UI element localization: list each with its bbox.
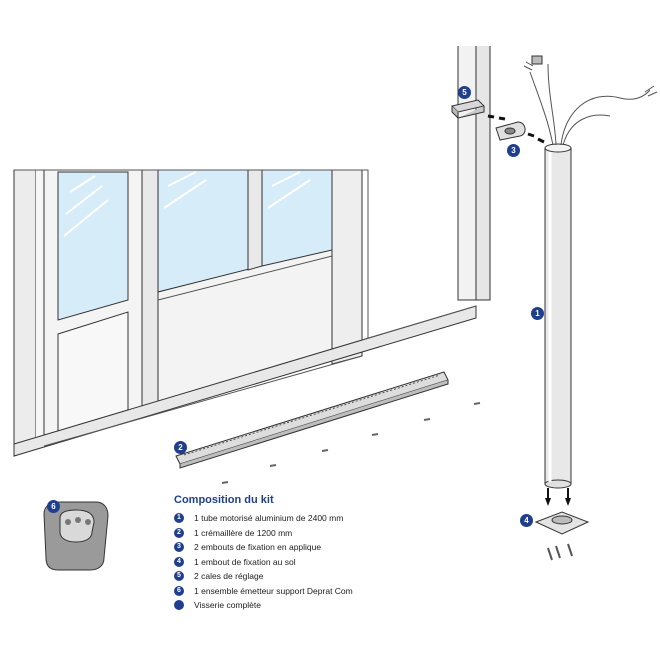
kit-item-text: 2 embouts de fixation en applique [194,542,322,552]
kit-item-badge: 5 [174,571,184,581]
callout-1: 1 [531,307,544,320]
kit-item-text: 2 cales de réglage [194,571,264,581]
kit-item-badge: 1 [174,513,184,523]
callout-3: 3 [507,144,520,157]
kit-composition: Composition du kit 1 1 tube motorisé alum… [174,494,474,614]
wall-bracket-icon [495,121,526,141]
sliding-door-icon [13,46,491,457]
kit-item-text: 1 crémaillère de 1200 mm [194,527,293,538]
kit-title: Composition du kit [174,494,274,506]
kit-item: Visserie complète [174,599,474,614]
motor-tube-icon [523,55,658,489]
kit-item: 2 1 crémaillère de 1200 mm [174,527,474,542]
kit-item: 4 1 embout de fixation au sol [174,556,474,571]
kit-item-badge: 3 [174,542,184,552]
kit-item: 1 1 tube motorisé aluminium de 2400 mm [174,512,474,527]
kit-item-badge: 2 [174,527,184,538]
kit-item-badge: 6 [174,585,184,596]
kit-item-badge: 4 [174,556,184,567]
door-panel-right [247,169,369,365]
kit-item: 5 2 cales de réglage [174,570,474,585]
callout-5: 5 [458,86,471,99]
screw-icon [221,402,481,484]
adjustment-shim-icon [451,99,485,120]
callout-6: 6 [47,500,60,513]
callout-2: 2 [174,441,187,454]
kit-item-text: 1 tube motorisé aluminium de 2400 mm [194,513,344,523]
rack-icon [175,371,449,469]
kit-item: 3 2 embouts de fixation en applique [174,541,474,556]
door-panel-left [43,169,143,447]
kit-item-text: 1 ensemble émetteur support Deprat Com [194,585,353,596]
kit-item-text: Visserie complète [194,600,261,610]
kit-item-text: 1 embout de fixation au sol [194,556,296,567]
callout-4: 4 [520,514,533,527]
floor-bracket-icon [534,488,590,561]
kit-item-badge [174,600,184,610]
kit-item: 6 1 ensemble émetteur support Deprat Com [174,585,474,600]
